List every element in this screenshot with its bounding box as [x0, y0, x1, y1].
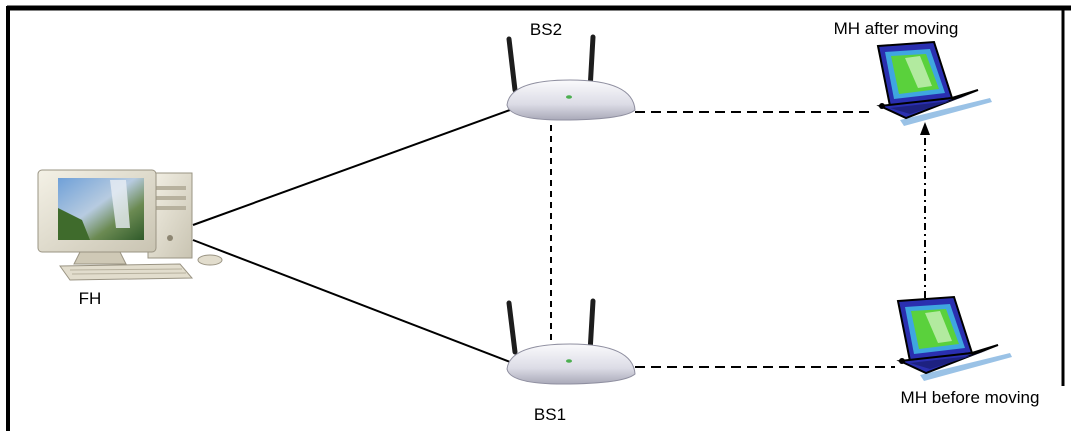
bs2-router-icon [506, 34, 636, 121]
label-bs2: BS2 [530, 20, 562, 39]
label-mh-after: MH after moving [834, 19, 959, 38]
link-fh-bs2 [192, 109, 511, 226]
label-mh-before: MH before moving [901, 388, 1040, 407]
diagram-frame [6, 5, 1071, 431]
mh-after-laptop-icon [876, 40, 992, 126]
link-fh-bs1 [192, 239, 511, 363]
label-bs1: BS1 [534, 405, 566, 424]
connections [192, 109, 930, 368]
fh-computer-icon [37, 169, 223, 281]
movement-arrowhead [920, 122, 930, 135]
label-fh: FH [79, 289, 102, 308]
mh-before-laptop-icon [896, 295, 1012, 381]
bs1-router-icon [506, 298, 636, 385]
